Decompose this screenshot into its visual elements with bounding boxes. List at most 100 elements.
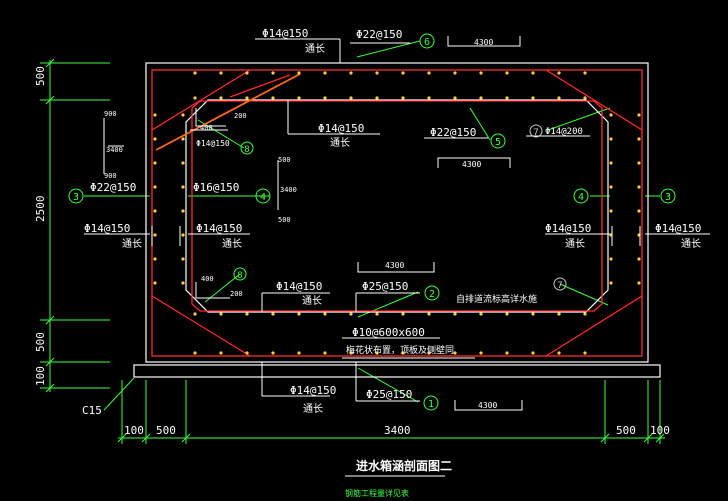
haunch-upper-sub-label: 通长 xyxy=(330,137,350,149)
bottom-out-sub-label: 通长 xyxy=(303,403,323,415)
rebar-dot xyxy=(153,257,157,261)
rebar-dot xyxy=(245,312,249,316)
rebar-dot xyxy=(271,71,275,75)
rebar-dot xyxy=(637,137,641,141)
rebar-dot xyxy=(637,281,641,285)
rebar-dot xyxy=(637,257,641,261)
bubble-5[interactable]: 5 xyxy=(490,133,506,149)
bubble-6[interactable]: 6 xyxy=(419,33,435,49)
rebar-dot xyxy=(557,96,561,100)
rebar-dot xyxy=(453,96,457,100)
rebar-dot xyxy=(583,71,587,75)
rebar-dots xyxy=(153,71,641,355)
rebar-dot xyxy=(479,351,483,355)
rebar-dot xyxy=(427,351,431,355)
bubble-7b-label: 7 xyxy=(557,281,562,291)
det-3400b: 3400 xyxy=(280,186,297,194)
rebar-dot xyxy=(427,71,431,75)
rebar-dot xyxy=(453,71,457,75)
rebar-dot xyxy=(609,209,613,213)
bubble-1[interactable]: 1 xyxy=(423,395,439,411)
rebar-dot xyxy=(181,161,185,165)
det-500b: 500 xyxy=(278,216,291,224)
rebar-dot xyxy=(637,185,641,189)
bubble-3b-label: 3 xyxy=(665,192,671,203)
rebar-dot xyxy=(297,71,301,75)
rebar-dot xyxy=(193,351,197,355)
rebar-dot xyxy=(505,71,509,75)
bubble-8b[interactable]: 8 xyxy=(233,267,247,281)
rebar-dot xyxy=(219,351,223,355)
rebar-dot xyxy=(153,233,157,237)
rebar-dot xyxy=(505,312,509,316)
rebar-dot xyxy=(609,113,613,117)
rebar-dot xyxy=(427,96,431,100)
rebar-dot xyxy=(637,161,641,165)
rebar-dot xyxy=(153,281,157,285)
bubble-3a-label: 3 xyxy=(73,192,79,203)
rebar-dot xyxy=(193,71,197,75)
rebar-dot xyxy=(401,71,405,75)
bubble-6-label: 6 xyxy=(424,37,430,48)
rebar-dot xyxy=(375,351,379,355)
rebar-dot xyxy=(375,96,379,100)
rebar-dot xyxy=(219,312,223,316)
rebar-dot xyxy=(531,312,535,316)
right-w1-bar-label: Φ14@150 xyxy=(545,222,591,235)
rebar-dot xyxy=(375,71,379,75)
bubble-5-label: 5 xyxy=(495,137,501,148)
rebar-dot xyxy=(583,312,587,316)
rebar-dot xyxy=(557,312,561,316)
dim-400-low: 400 xyxy=(201,275,214,283)
c15-label: C15 xyxy=(82,404,102,417)
len-4300-low: 4300 xyxy=(385,261,404,270)
bottom-inner-bar2-label: Φ25@150 xyxy=(362,280,408,293)
left-w2-sub-label: 通长 xyxy=(222,238,242,250)
bubble-3a[interactable]: 3 xyxy=(68,188,84,204)
bubble-3b[interactable]: 3 xyxy=(660,188,676,204)
haunch-upper-bar-label: Φ14@150 xyxy=(318,122,364,135)
bubble-2[interactable]: 2 xyxy=(424,285,440,301)
bottom-inner-sub-label: 通长 xyxy=(302,295,322,307)
rebar-dot xyxy=(323,71,327,75)
top-left-sub-label: 通长 xyxy=(305,43,325,55)
dim-bot-100a: 100 xyxy=(124,424,144,437)
rebar-dot xyxy=(297,351,301,355)
left-w1-bar-label: Φ14@150 xyxy=(84,222,130,235)
len-4300-bot: 4300 xyxy=(478,401,497,410)
rebar-dot xyxy=(245,71,249,75)
rebar-dot xyxy=(609,161,613,165)
bottom-inner-bar-label: Φ14@150 xyxy=(276,280,322,293)
bubble-4a[interactable]: 4 xyxy=(255,188,271,204)
haunch-left-bar-label: Φ14@150 xyxy=(196,139,230,148)
rebar-dot xyxy=(531,71,535,75)
bubble-4b[interactable]: 4 xyxy=(573,188,589,204)
bubble-7a[interactable]: 7 xyxy=(529,124,543,138)
dim-bot-100b: 100 xyxy=(650,424,670,437)
rebar-dot xyxy=(271,351,275,355)
rebar-dot xyxy=(219,96,223,100)
rebar-dot xyxy=(583,96,587,100)
bottom-out-bar1-label: Φ14@150 xyxy=(290,384,336,397)
mid-right-bar-label: Φ22@150 xyxy=(430,126,476,139)
left-w2-bar-label: Φ14@150 xyxy=(196,222,242,235)
left-outer-bar-label: Φ22@150 xyxy=(90,181,136,194)
haunch-right-bar-label: Φ14@200 xyxy=(545,127,583,137)
bubble-7b[interactable]: 7 xyxy=(553,277,567,291)
right-w1-sub-label: 通长 xyxy=(565,238,585,250)
bubble-2-label: 2 xyxy=(429,289,435,300)
concrete-outline xyxy=(133,62,661,378)
rebar-dot xyxy=(181,233,185,237)
rebar-dot xyxy=(181,257,185,261)
rebar-dot xyxy=(245,96,249,100)
rebar-dot xyxy=(297,96,301,100)
rebar-dot xyxy=(219,71,223,75)
rebar-dot xyxy=(349,96,353,100)
det-500a: 500 xyxy=(278,156,291,164)
bottom-out-bar2-label: Φ25@150 xyxy=(366,388,412,401)
rebar-dot xyxy=(153,113,157,117)
bubble-8b-label: 8 xyxy=(237,271,242,281)
bubble-8a[interactable]: 8 xyxy=(240,141,254,155)
